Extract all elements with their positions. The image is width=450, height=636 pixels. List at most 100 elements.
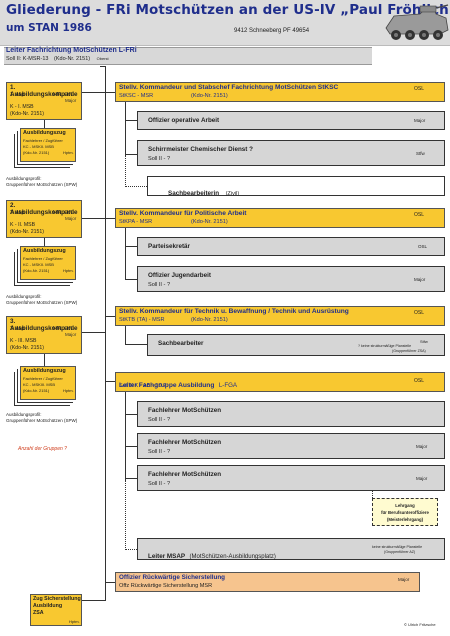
- technik-sub-line: [125, 326, 126, 344]
- company-1-zug-line: [44, 120, 45, 128]
- leiter-soll-text: Soll II: K-MSR-13: [6, 56, 49, 62]
- page-subtitle: um STAN 1986: [6, 22, 92, 34]
- company-2-box: 2. Ausbildungskompanie 2. Akp HFL / KC M…: [6, 200, 82, 238]
- company-3-rank: Major: [65, 332, 77, 337]
- fachlehrer-2-title: Fachlehrer MotSchützen: [148, 439, 222, 446]
- sachbearbeiter-box: Sachbearbeiter Stfw ? keine strukturmäßi…: [147, 334, 445, 356]
- stabschef-box: Stellv. Kommandeur und Stabschef Fachric…: [115, 82, 445, 102]
- conn-schirrmeister: [125, 154, 137, 155]
- company-3-title: 3. Ausbildungskompanie: [10, 318, 78, 332]
- schirrmeister-title: Schirrmeister Chemischer Dienst ?: [148, 146, 253, 153]
- leiter-rank: Oberst: [96, 56, 109, 61]
- msap-title-plain: (MotSchützen-Ausbildungsplatz): [189, 554, 276, 560]
- company-3-akp: 3. Akp: [10, 326, 25, 332]
- fachlehrer-1-box: Fachlehrer MotSchützen Soll II - ?: [137, 401, 445, 427]
- company-1-zug-title: Ausbildungszug: [23, 130, 66, 136]
- dotted-msap-h: [125, 549, 137, 550]
- technik-sub: StKTB (TA) - MSR: [119, 317, 165, 323]
- company-3-msb: K - III. MSB: [10, 338, 37, 344]
- technik-box: Stellv. Kommandeur für Technik u. Bewaff…: [115, 306, 445, 326]
- company-2-zug-l3: (Kdo-Nr. 2151): [23, 268, 50, 273]
- conn-sicherung: [82, 600, 106, 601]
- conn-stabschef: [105, 92, 115, 93]
- conn-offizier-op: [125, 120, 137, 121]
- msap-box: Leiter MSAP (MotSchützen-Ausbildungsplat…: [137, 538, 445, 560]
- leiter-bar: [4, 47, 372, 65]
- dotted-sachbearbeiterin-h: [125, 186, 147, 187]
- conn-jugendarbeit: [125, 279, 137, 280]
- company-3-box: 3. Ausbildungskompanie 3. Akp HFL / KC M…: [6, 316, 82, 354]
- conn-fachgruppe: [105, 381, 115, 382]
- company-1-zug-l1: Fachlehrer / Zugführer: [23, 138, 63, 143]
- company-2-zug-l2: KC - MSKII. MSB: [23, 262, 54, 267]
- jugendarbeit-title: Offizier Jugendarbeit: [148, 272, 211, 279]
- leiter-title: Leiter Fachrichtung MotSchützen L-FRi: [6, 47, 137, 54]
- company-2-zug-rank: Hptm.: [63, 268, 74, 273]
- msap-title-bold: Leiter MSAP: [148, 553, 186, 560]
- lehrgang-box: Lehrgang für Berufsunteroffiziere (Meist…: [372, 498, 438, 526]
- sachbearbeiterin-box: Sachbearbeiterin (Zivil): [147, 176, 445, 197]
- conn-parteisekretaer: [125, 246, 137, 247]
- credit-text: © Ulrich Fritzsche: [404, 622, 436, 627]
- fachlehrer-3-box: Fachlehrer MotSchützen Soll II - ? Major: [137, 465, 445, 491]
- sachbearbeiter-title: Sachbearbeiter: [158, 340, 204, 347]
- conn-company-3: [82, 332, 106, 333]
- dotted-sachbearbeiterin-v: [125, 155, 126, 187]
- sachbearbeiter-note1: ? keine strukturmäßige Planstelle: [358, 344, 412, 348]
- rueckwaertig-sub: Offz Rückwärtige Sicherstellung MSR: [119, 583, 213, 589]
- leiter-soll: Soll II: K-MSR-13 (Kdo-Nr. 2151) Oberst: [6, 56, 109, 62]
- company-2-msb: K - II. MSB: [10, 222, 36, 228]
- technik-kdo: (Kdo-Nr. 2151): [191, 317, 228, 323]
- conn-fachlehrer-3: [125, 478, 137, 479]
- parteisekretaer-box: Parteisekretär OSL: [137, 237, 445, 256]
- company-3-zug-l2: KC - MSKIII. MSB: [23, 382, 56, 387]
- fachlehrer-2-box: Fachlehrer MotSchützen Soll II - ? Major: [137, 433, 445, 459]
- fachlehrer-2-soll: Soll II - ?: [148, 449, 171, 455]
- sachbearbeiterin-line: Sachbearbeiterin (Zivil): [168, 182, 239, 200]
- company-2-profil1: Ausbildungsprofil:: [6, 294, 42, 299]
- company-3-zug-rank: Hptm.: [63, 388, 74, 393]
- lehrgang-l2: für Berufsunteroffiziere: [381, 510, 429, 515]
- conn-fachlehrer-1: [125, 414, 137, 415]
- stabschef-rank: OSL: [414, 86, 425, 92]
- company-2-profil2: Gruppenführer MotSchützen (SPW): [6, 300, 78, 305]
- company-1-akp: 1. Akp: [10, 92, 25, 98]
- jugendarbeit-rank: Major: [414, 277, 426, 282]
- armored-vehicle-icon: [385, 4, 449, 40]
- schirrmeister-box: Schirrmeister Chemischer Dienst ? Soll I…: [137, 140, 445, 166]
- company-2-zug-title: Ausbildungszug: [23, 248, 66, 254]
- company-1-rank: Major: [65, 98, 77, 103]
- conn-rueckwaertig: [105, 582, 115, 583]
- company-2-zug-line: [44, 238, 45, 246]
- lehrgang-l3: (Meisterlehrgang): [386, 517, 424, 522]
- fachgruppe-soll: Soll II K - AB - 10 ?: [119, 383, 167, 389]
- company-2-title: 2. Ausbildungskompanie: [10, 202, 78, 216]
- company-2-zug-l1: Fachlehrer / Zugführer: [23, 256, 63, 261]
- company-1-zug-box: Ausbildungszug Fachlehrer / Zugführer KC…: [20, 128, 76, 162]
- sachbearbeiterin-title: Sachbearbeiterin: [168, 190, 220, 197]
- page-title: Gliederung - FRi Motschützen an der US-I…: [6, 2, 450, 18]
- msap-title-line: Leiter MSAP (MotSchützen-Ausbildungsplat…: [148, 545, 276, 563]
- company-2-akp: 2. Akp: [10, 210, 25, 216]
- sachbearbeiter-note2: (Gruppenführer ZSA): [392, 349, 426, 353]
- fachgruppe-box: Leiter Fachgruppe Ausbildung L-FGA Soll …: [115, 372, 445, 392]
- sicherung-l2: ZSA: [33, 610, 44, 616]
- polit-title: Stellv. Kommandeur für Politische Arbeit: [119, 210, 247, 217]
- stabschef-sub-line: [125, 101, 126, 155]
- fachgruppe-rank: OSL: [414, 378, 425, 384]
- jugendarbeit-box: Offizier Jugendarbeit Soll II - ? Major: [137, 266, 445, 292]
- trunk-bottom-line: [105, 586, 106, 601]
- msap-note2: (Gruppenführer AZ): [384, 550, 416, 554]
- company-3-zug-l1: Fachlehrer / Zugführer: [23, 376, 63, 381]
- company-3-hfl: HFL / KC: [53, 326, 75, 332]
- company-1-profil2: Gruppenführer MotSchützen (SPW): [6, 182, 78, 187]
- offizier-op-rank: Major: [414, 118, 426, 123]
- sachbearbeiter-rank: Stfw: [420, 339, 428, 344]
- company-3-zug-l3: (Kdo-Nr. 2151): [23, 388, 50, 393]
- polit-kdo: (Kdo-Nr. 2151): [191, 219, 228, 225]
- fachlehrer-3-soll: Soll II - ?: [148, 481, 171, 487]
- stabschef-sub: StKSC - MSR: [119, 93, 154, 99]
- fachlehrer-1-soll: Soll II - ?: [148, 417, 171, 423]
- company-1-zug-l2: KC - MSKII. MSB: [23, 144, 54, 149]
- company-1-kdo: (Kdo-Nr. 2151): [10, 111, 45, 117]
